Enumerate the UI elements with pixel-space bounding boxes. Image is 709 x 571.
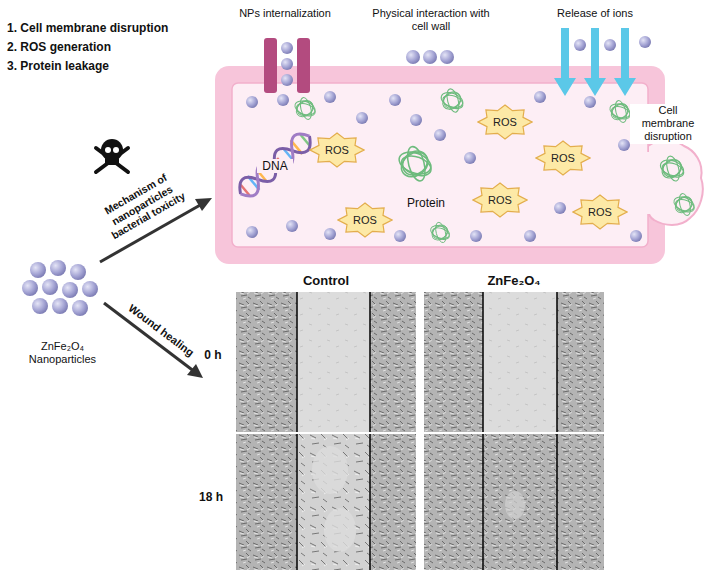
micrograph-treated-0h [424,292,604,432]
star-outline [573,195,627,229]
membrane-channel [264,38,310,93]
node-text: ROS [572,194,628,230]
ros-star: ROS [535,140,591,176]
ion-release-arrows [554,28,636,96]
star-outline [310,133,364,167]
micrograph-control-18h [236,434,416,570]
nanoparticle-cluster [22,260,98,316]
mechanism-list-item: 1. Cell membrane disruption [7,21,207,35]
node-text: ROS [309,132,365,168]
process-label: Physical interaction with cell wall [372,7,490,33]
star-outline [338,203,392,237]
material-label: ZnFe₂O₄ Nanoparticles [15,340,110,366]
ros-star: ROS [477,104,533,140]
star-outline [536,141,590,175]
node-text: ROS [477,104,533,140]
column-header: Control [276,273,376,289]
dna-helix [234,128,316,201]
nanoparticles [246,36,651,242]
skull-icon [96,139,128,172]
ros-star: ROS [572,194,628,230]
part-label: Protein [400,196,452,210]
micrograph-treated-18h [424,434,604,570]
ros-star: ROS [472,182,528,218]
node-text: ROS [472,182,528,218]
node-text: ROS [337,202,393,238]
star-outline [478,105,532,139]
process-label: Release of ions [545,7,645,20]
node-text: ROS [535,140,591,176]
ros-star: ROS [309,132,365,168]
process-label: NPs internalization [225,7,345,20]
arrow-label: Wound healing [121,298,201,363]
row-header: 0 h [198,348,228,362]
column-header: ZnFe₂O₄ [464,273,564,289]
row-header: 18 h [192,490,230,504]
ros-star: ROS [337,202,393,238]
micrograph-control-0h [236,292,416,432]
process-label: Cell membrane disruption [630,104,706,144]
star-outline [473,183,527,217]
mechanism-list-item: 2. ROS generation [7,40,207,54]
part-label: DNA [257,159,293,173]
mechanism-list-item: 3. Protein leakage [7,59,207,73]
bacterial-cell [215,66,703,264]
arrow-label: Mechanism of nanoparticles bacterial tox… [85,161,199,249]
wound-healing-arrow [104,303,203,378]
